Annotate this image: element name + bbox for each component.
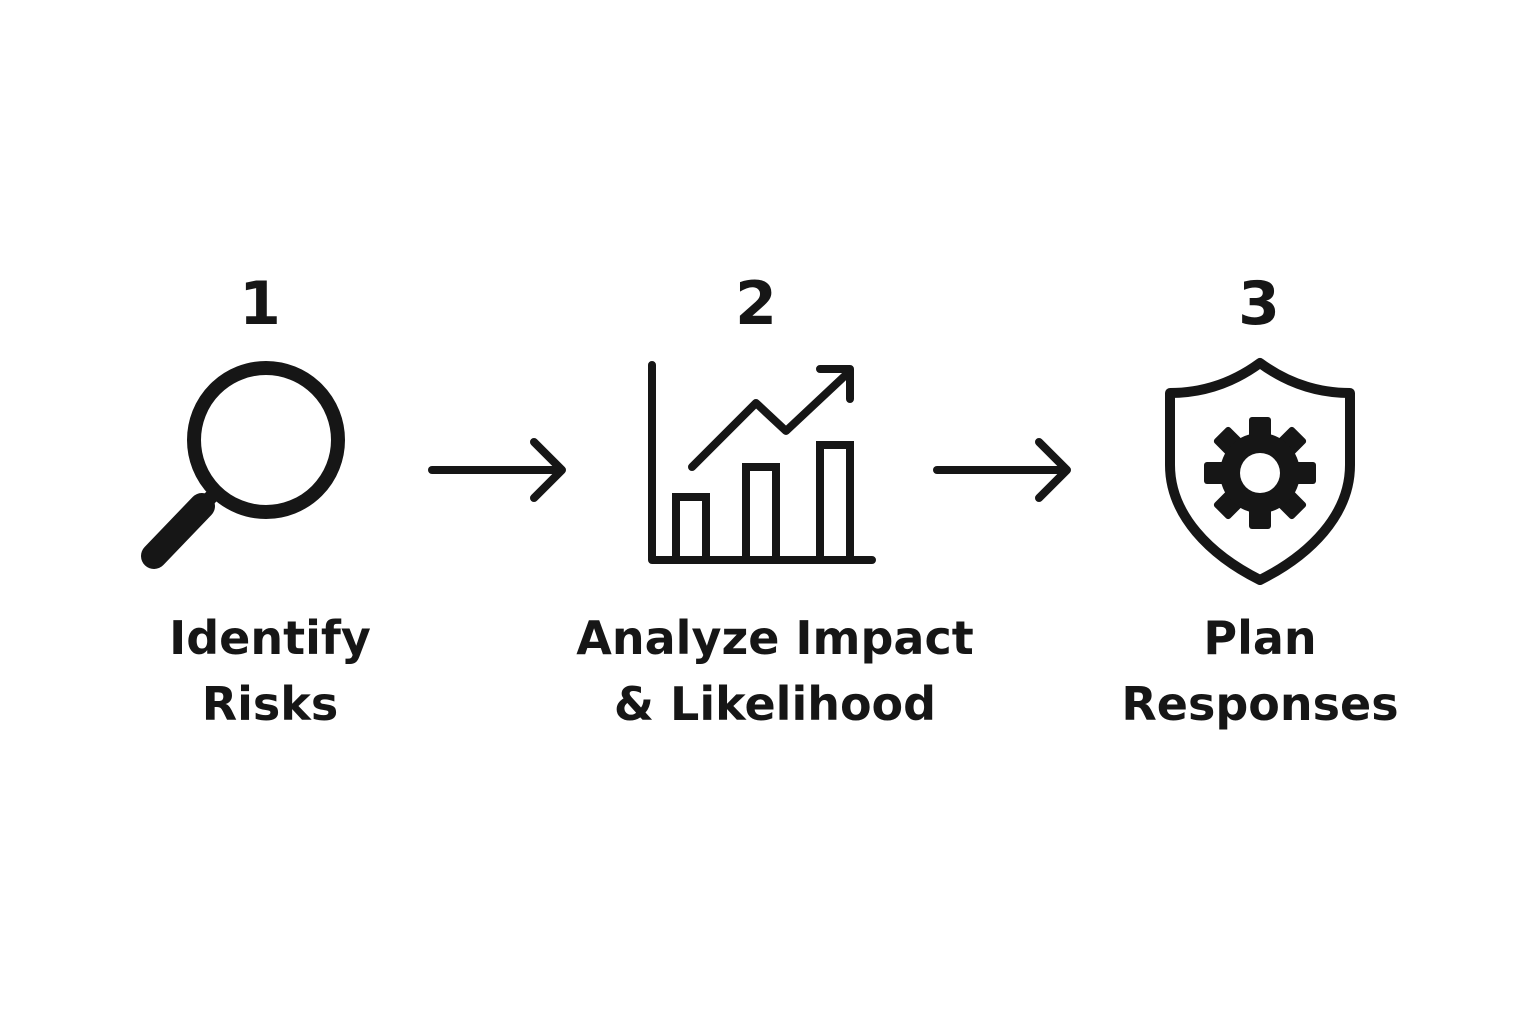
magnifying-glass-icon <box>141 361 345 569</box>
step-label: Analyze Impact & Likelihood <box>555 605 995 737</box>
step-number: 3 <box>1238 269 1280 339</box>
bar-chart-trend-icon <box>648 361 876 564</box>
step-label-line: Analyze Impact <box>576 611 974 665</box>
step-label-line: Responses <box>1121 677 1399 731</box>
step-number: 1 <box>239 269 281 339</box>
step-label-line: Identify <box>169 611 371 665</box>
arrow-right-icon <box>428 438 566 502</box>
step-label: Identify Risks <box>130 605 410 737</box>
step-label: Plan Responses <box>1080 605 1440 737</box>
step-label-line: & Likelihood <box>613 677 937 731</box>
arrow-right-icon <box>933 438 1071 502</box>
shield-gear-icon <box>1165 358 1355 585</box>
step-label-line: Plan <box>1203 611 1317 665</box>
step-label-line: Risks <box>201 677 339 731</box>
step-number: 2 <box>735 269 777 339</box>
